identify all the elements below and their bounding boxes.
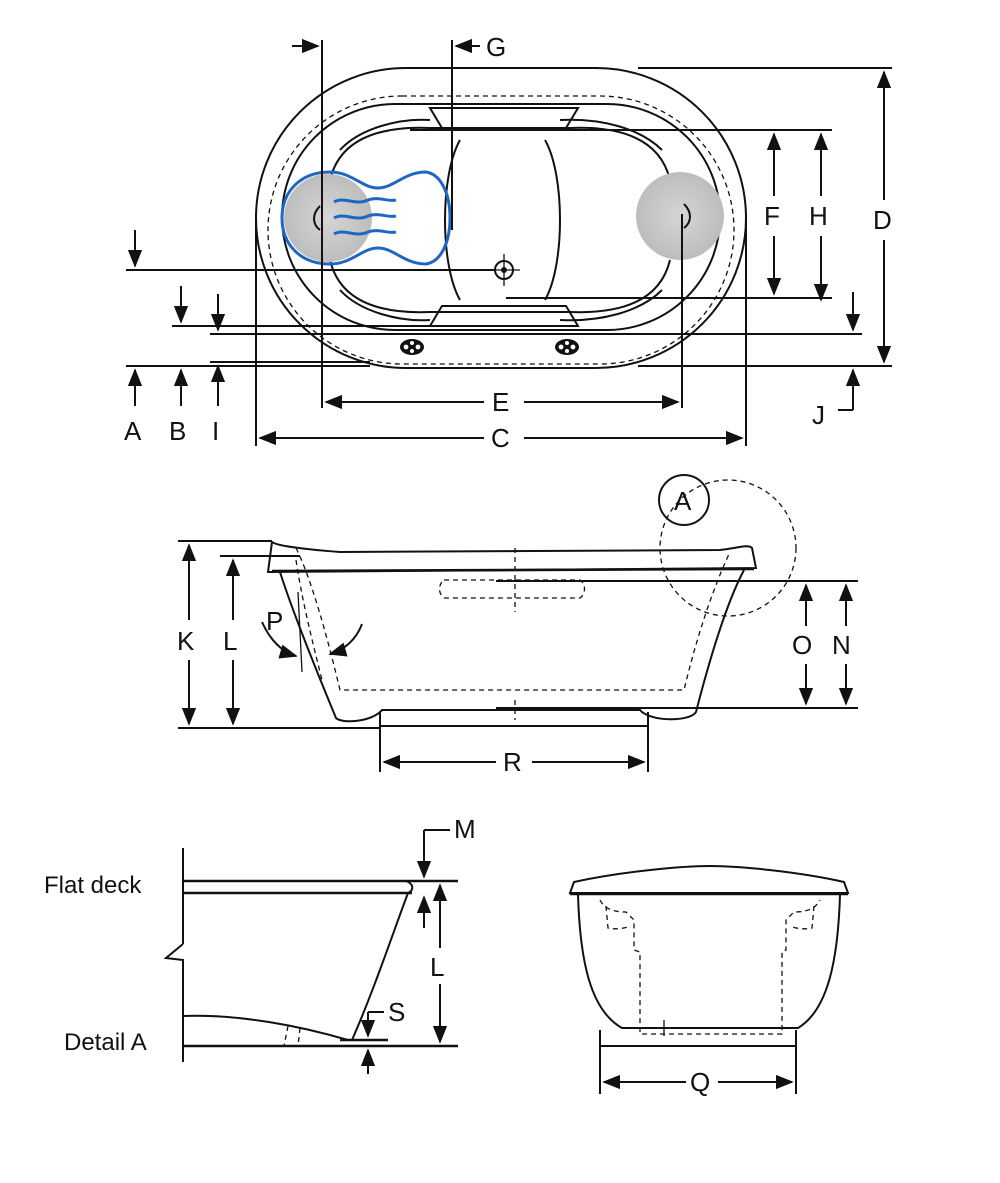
- armrest-bottom: [339, 289, 663, 322]
- side-view-dimensions: [178, 540, 858, 772]
- top-view-dimensions: [126, 38, 892, 446]
- detail-wall: [351, 892, 409, 1041]
- label-g: G: [486, 32, 506, 62]
- detail-a-view: M L S Flat deck Detail A: [44, 814, 476, 1074]
- label-j: J: [812, 400, 825, 430]
- end-armrest-right: [789, 905, 815, 930]
- armrest-top: [339, 118, 663, 151]
- headrest-left-notch: [313, 205, 321, 231]
- side-deck: [266, 540, 758, 574]
- handle-bottom: [428, 305, 580, 327]
- end-body: [577, 894, 841, 1029]
- detail-foot: [283, 1025, 301, 1047]
- side-deck-lip: [271, 567, 755, 573]
- top-view: G D F H J E C A B I: [124, 32, 892, 453]
- label-q: Q: [690, 1067, 710, 1097]
- label-l-side: L: [223, 626, 237, 656]
- drain-icon: [488, 254, 520, 286]
- label-m: M: [454, 814, 476, 844]
- end-basin: [599, 899, 821, 1035]
- detail-floor: [182, 1014, 349, 1041]
- end-armrest-left: [605, 905, 631, 930]
- label-p: P: [266, 606, 283, 636]
- detail-deck-edge: [405, 880, 414, 894]
- side-view: A: [177, 474, 858, 777]
- label-a: A: [124, 416, 142, 446]
- label-o: O: [792, 630, 812, 660]
- detail-callout-circle: [659, 479, 797, 617]
- side-handle: [438, 579, 586, 599]
- label-s: S: [388, 997, 405, 1027]
- label-i: I: [212, 416, 219, 446]
- tub-inner-rim: [267, 95, 735, 365]
- caption-flat-deck: Flat deck: [44, 872, 142, 899]
- basin-seat: [444, 139, 561, 301]
- label-f: F: [764, 201, 780, 231]
- side-body: [279, 569, 745, 723]
- label-c: C: [491, 423, 510, 453]
- side-basin: [295, 547, 731, 691]
- label-e: E: [492, 387, 509, 417]
- handle-top: [428, 107, 580, 129]
- label-k: K: [177, 626, 195, 656]
- end-view: Q: [568, 864, 850, 1097]
- basin-bottom-edge: [329, 259, 671, 314]
- label-b: B: [169, 416, 186, 446]
- detail-dimensions: [360, 829, 450, 1074]
- detail-break-line: [163, 943, 184, 1062]
- label-h: H: [809, 201, 828, 231]
- basin-top-edge: [329, 126, 671, 181]
- label-r: R: [503, 747, 522, 777]
- label-l-detail: L: [430, 952, 444, 982]
- headrest-pad-icon: [636, 172, 724, 260]
- label-n: N: [832, 630, 851, 660]
- side-base: [379, 712, 649, 727]
- heater-wave-icon: [280, 170, 452, 266]
- side-backrest: [295, 559, 323, 681]
- end-deck: [568, 864, 850, 894]
- headrest-right-notch: [683, 203, 691, 229]
- jet-nozzle-icon: [400, 339, 579, 355]
- caption-detail-a: Detail A: [64, 1029, 147, 1056]
- detail-callout-badge: [658, 474, 710, 526]
- detail-callout-label: A: [674, 486, 692, 516]
- label-d: D: [873, 205, 892, 235]
